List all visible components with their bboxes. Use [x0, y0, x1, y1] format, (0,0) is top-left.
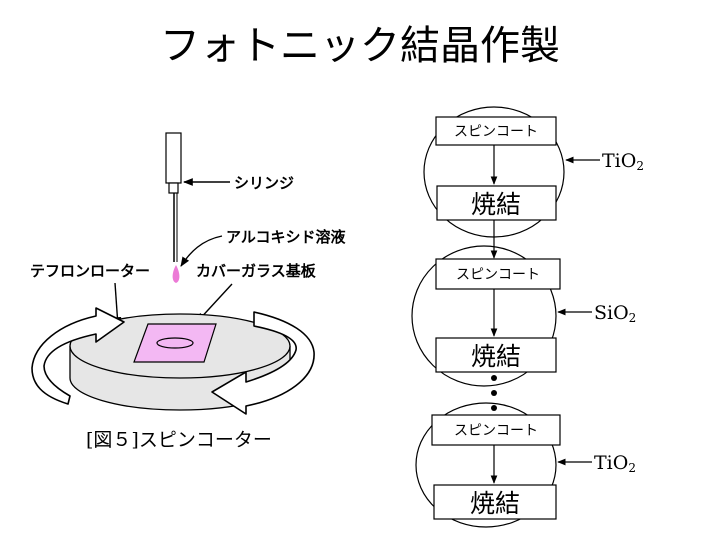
material-label: TiO2: [594, 452, 636, 475]
cover-glass-label: カバーガラス基板: [196, 262, 317, 280]
spin-coat-box: [435, 116, 557, 146]
material-label: TiO2: [602, 150, 644, 173]
material-label: SiO2: [594, 302, 636, 325]
sinter-box: [436, 185, 557, 221]
alkoxide-label: アルコキシド溶液: [226, 228, 347, 246]
flow-step: スピンコート 焼結 TiO2: [423, 106, 644, 238]
spin-coat-label: スピンコート: [454, 124, 538, 140]
sinter-label: 焼結: [470, 489, 520, 518]
spin-coat-box: [431, 414, 561, 446]
spin-coat-label: スピンコート: [454, 423, 538, 439]
continuation-dots: [491, 375, 497, 411]
flow-step: スピンコート 焼結 TiO2: [415, 402, 636, 528]
spin-coat-label: スピンコート: [456, 267, 540, 283]
cover-glass: [133, 323, 217, 363]
syringe-label: シリンジ: [234, 174, 294, 192]
process-flow: スピンコート 焼結 TiO2 スピンコート 焼結 SiO2: [411, 106, 644, 528]
rotation-arrow-right: [211, 311, 315, 415]
flow-step: スピンコート 焼結 SiO2: [411, 245, 636, 387]
spin-coat-box: [435, 258, 561, 290]
rotor-label: テフロンローター: [30, 262, 150, 280]
sinter-label: 焼結: [471, 190, 521, 219]
sinter-box: [433, 484, 557, 520]
figure-caption: [図５]スピンコーター: [86, 429, 272, 451]
sinter-label: 焼結: [471, 342, 521, 371]
sinter-box: [435, 337, 557, 373]
spin-coater-illustration: シリンジ アルコキシド溶液 テフロンローター カバーガラス基板 [図５]スピンコ…: [30, 132, 347, 451]
syringe: [165, 132, 182, 262]
drop: [172, 265, 180, 283]
page-title: フォトニック結晶作製: [160, 23, 560, 69]
rotation-arrow-left: [31, 307, 125, 405]
